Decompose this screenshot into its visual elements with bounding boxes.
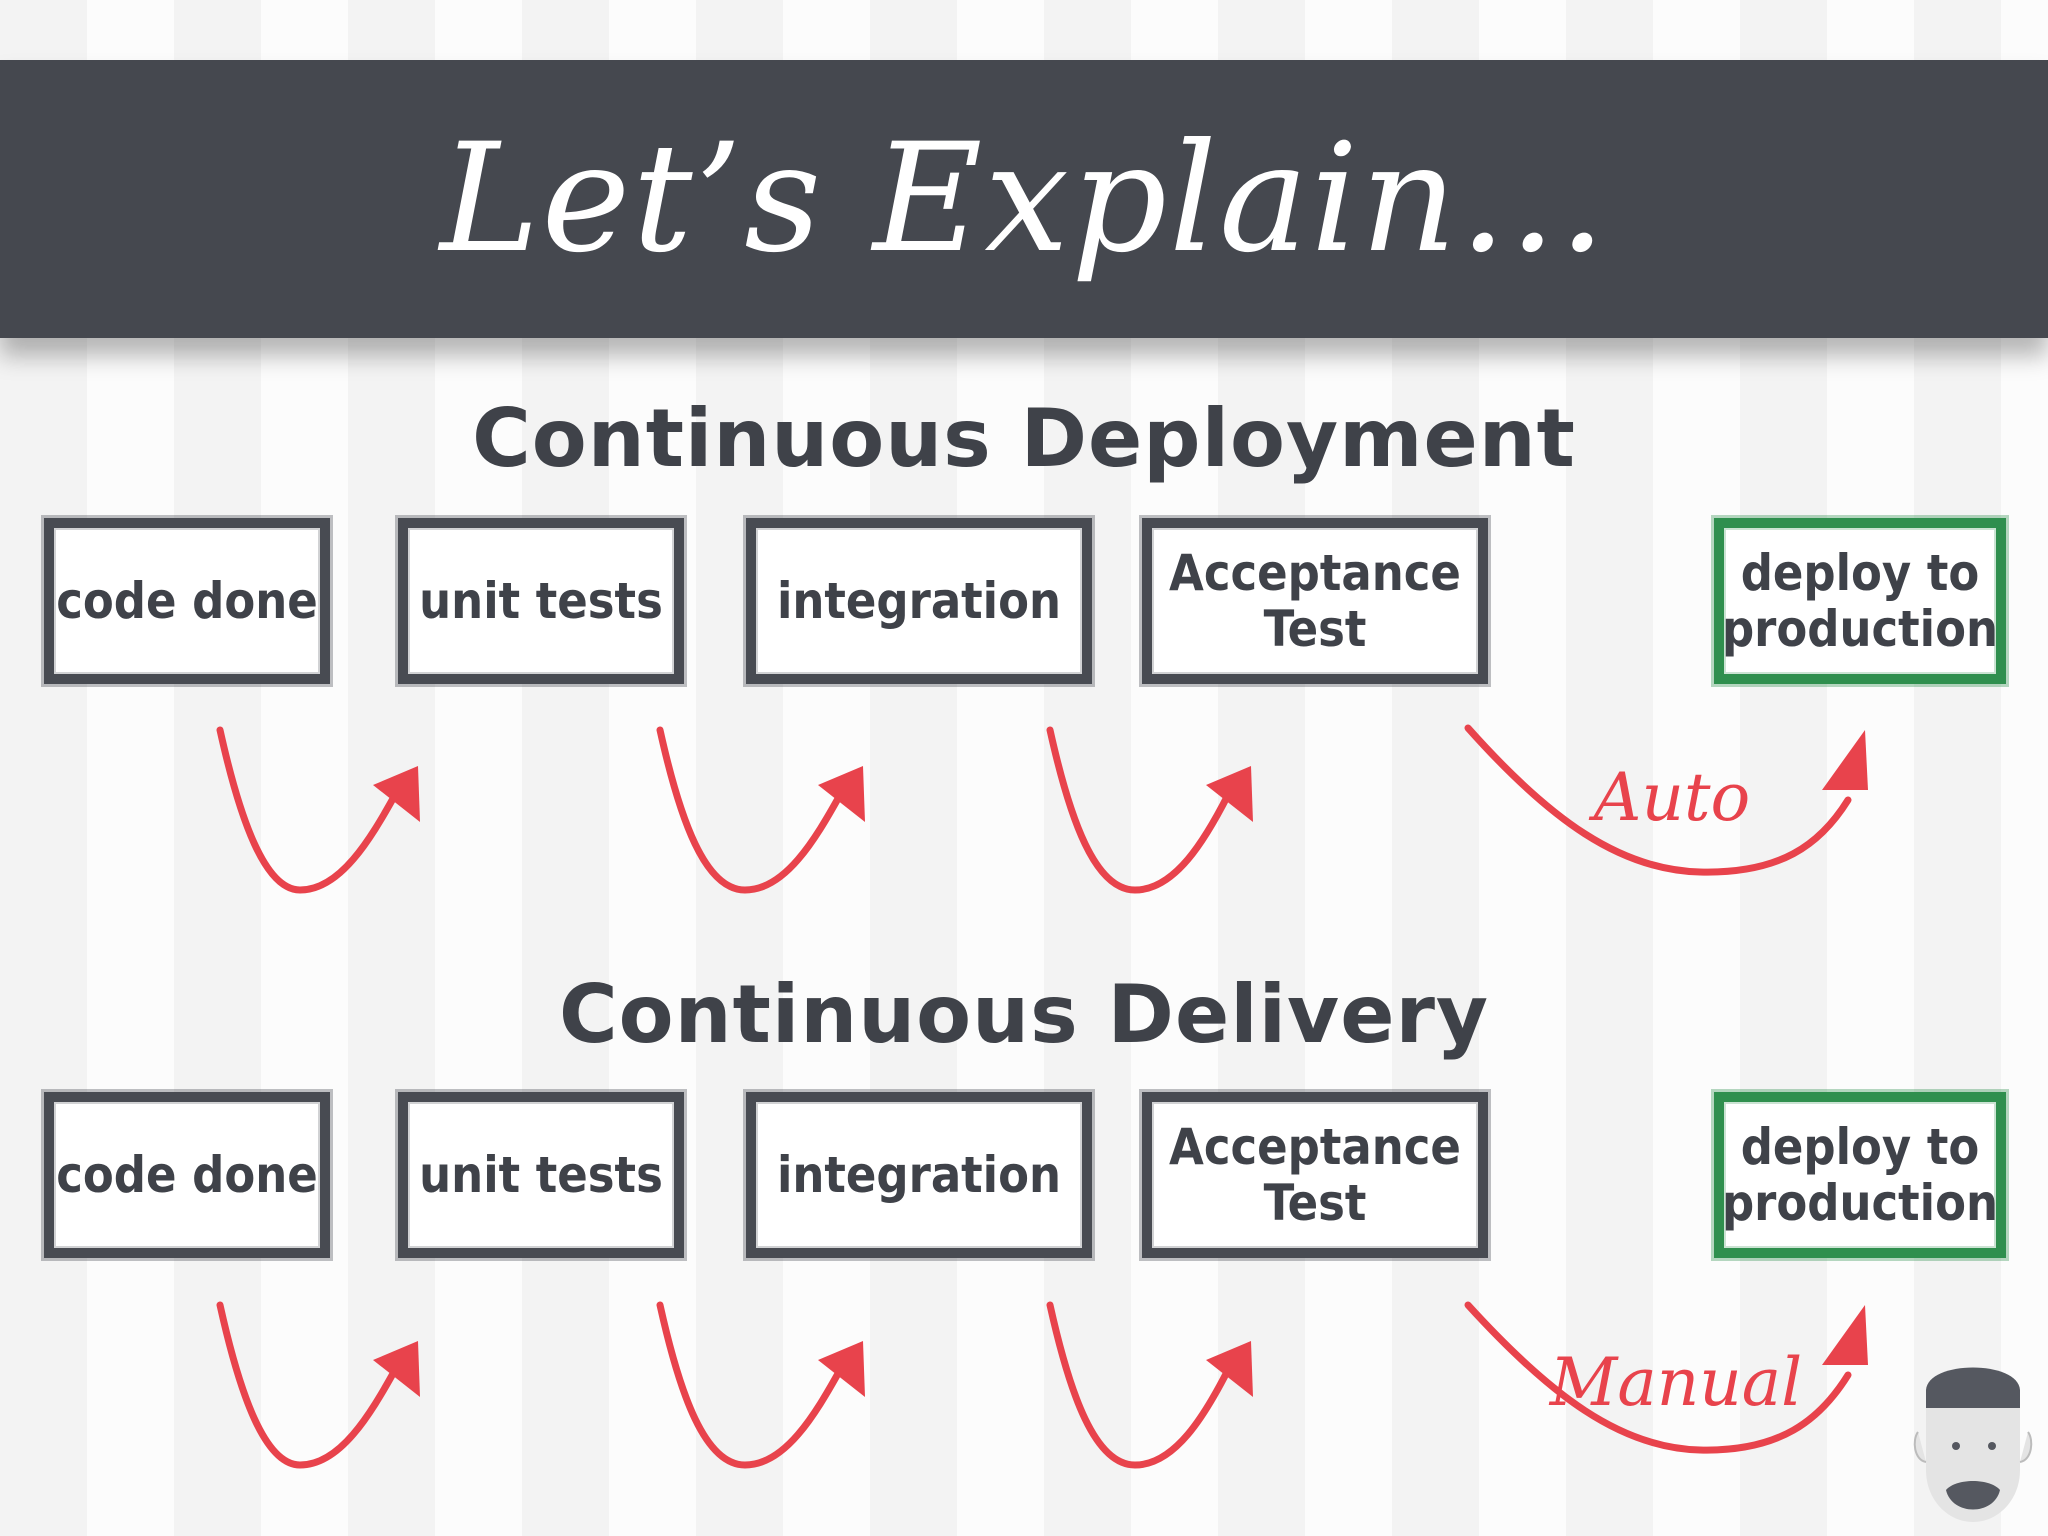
arrow-acceptance-to-production-delivery — [1464, 1301, 1852, 1454]
arrowhead-icon — [818, 1341, 865, 1397]
step-label: code done — [56, 572, 318, 630]
step-label: Acceptance Test — [1169, 544, 1461, 658]
step-label: Acceptance Test — [1169, 1118, 1461, 1232]
arrowhead-icon — [373, 766, 420, 822]
arrowhead-icon — [1822, 1305, 1868, 1365]
step-box-acceptance-test-deployment: Acceptance Test — [1142, 518, 1488, 684]
arrow-unit-to-integration-delivery — [656, 1301, 844, 1469]
arrow-code-to-unit-deployment — [216, 726, 399, 894]
banner-title: Let’s Explain... — [439, 112, 1609, 286]
arrowhead-icon — [1822, 730, 1868, 790]
step-label: integration — [776, 572, 1062, 630]
step-box-code-done-deployment: code done — [44, 518, 330, 684]
step-box-unit-tests-delivery: unit tests — [398, 1092, 684, 1258]
section-title-continuous-deployment: Continuous Deployment — [472, 392, 1576, 485]
step-label: unit tests — [419, 1146, 663, 1204]
arrow-code-to-unit-delivery — [216, 1301, 399, 1469]
section-title-continuous-delivery: Continuous Delivery — [558, 968, 1490, 1061]
step-box-unit-tests-deployment: unit tests — [398, 518, 684, 684]
step-box-integration-delivery: integration — [746, 1092, 1092, 1258]
step-box-deploy-to-production-deployment: deploy to production — [1714, 518, 2006, 684]
title-banner: Let’s Explain... — [0, 60, 2048, 338]
manual-label: Manual — [1549, 1344, 1802, 1421]
arrow-acceptance-to-production-deployment — [1464, 724, 1852, 876]
arrow-integration-to-acceptance-delivery — [1046, 1301, 1232, 1469]
arrowhead-icon — [1206, 1341, 1253, 1397]
auto-label: Auto — [1588, 759, 1750, 836]
arrowhead-icon — [1206, 766, 1253, 822]
arrow-integration-to-acceptance-deployment — [1046, 726, 1232, 894]
step-label: deploy to production — [1721, 1118, 1999, 1232]
step-box-acceptance-test-delivery: Acceptance Test — [1142, 1092, 1488, 1258]
arrowhead-icon — [373, 1341, 420, 1397]
arrowhead-icon — [818, 766, 865, 822]
step-label: integration — [776, 1146, 1062, 1204]
step-box-deploy-to-production-delivery: deploy to production — [1714, 1092, 2006, 1258]
bearded-man-avatar-icon — [1913, 1367, 2033, 1522]
step-box-code-done-delivery: code done — [44, 1092, 330, 1258]
step-label: deploy to production — [1721, 544, 1999, 658]
arrow-unit-to-integration-deployment — [656, 726, 844, 894]
step-label: code done — [56, 1146, 318, 1204]
step-label: unit tests — [419, 572, 663, 630]
step-box-integration-deployment: integration — [746, 518, 1092, 684]
